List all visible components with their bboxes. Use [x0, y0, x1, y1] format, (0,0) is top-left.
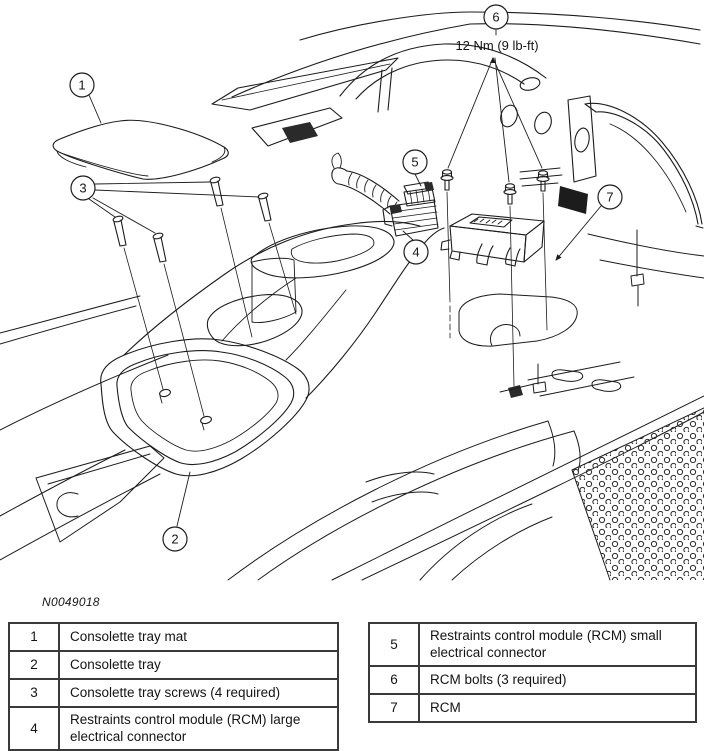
legend-item-label: Consolette tray	[58, 650, 339, 680]
callout-3: 3	[70, 175, 260, 234]
bolt	[440, 169, 454, 339]
carpet-dots	[572, 408, 704, 580]
legend-row: 3 Consolette tray screws (4 required)	[8, 678, 339, 708]
screw	[112, 215, 164, 390]
legend-table-left: 1 Consolette tray mat 2 Consolette tray …	[8, 622, 339, 751]
legend-row: 1 Consolette tray mat	[8, 622, 339, 652]
legend-item-label: Consolette tray screws (4 required)	[58, 678, 339, 708]
legend-item-label: Restraints control module (RCM) small el…	[418, 622, 697, 667]
rcm-small-connector	[403, 181, 436, 207]
rcm-bolts	[440, 169, 550, 398]
tray-mat	[52, 119, 229, 180]
screw	[209, 176, 253, 338]
legend-item-number: 4	[8, 706, 60, 751]
legend-row: 5 Restraints control module (RCM) small …	[368, 622, 697, 667]
floor-lines	[0, 229, 704, 581]
rcm-module	[440, 213, 545, 267]
legend-item-label: RCM	[418, 692, 697, 723]
legend-item-number: 6	[368, 664, 420, 695]
legend-table-right: 5 Restraints control module (RCM) small …	[368, 622, 697, 723]
torque-label: 12 Nm (9 lb-ft)	[455, 38, 538, 53]
callout-4-number: 4	[412, 245, 419, 260]
callout-2: 2	[162, 471, 191, 552]
callout-1-number: 1	[78, 78, 85, 93]
screw	[152, 232, 205, 417]
bolt	[536, 170, 550, 331]
callout-3-number: 3	[79, 181, 86, 196]
callout-1: 1	[69, 72, 102, 124]
legend-row: 6 RCM bolts (3 required)	[368, 664, 697, 695]
dashboard	[211, 11, 704, 229]
legend-item-number: 2	[8, 650, 60, 680]
exploded-view-diagram: 1 2 3 4 5 6 12 Nm (9 lb-ft)	[0, 4, 704, 581]
legend-item-number: 5	[368, 622, 420, 667]
tray-screws	[112, 176, 297, 417]
wiring-harness	[331, 152, 400, 215]
figure-id: N0049018	[42, 595, 100, 609]
legend-item-number: 1	[8, 622, 60, 652]
legend-item-number: 7	[368, 692, 420, 723]
callout-2-number: 2	[171, 532, 178, 547]
screw	[257, 192, 297, 315]
consolette-tray	[100, 220, 445, 477]
legend-row: 4 Restraints control module (RCM) large …	[8, 706, 339, 751]
legend-item-label: RCM bolts (3 required)	[418, 664, 697, 695]
callouts: 1 2 3 4 5 6 12 Nm (9 lb-ft)	[69, 4, 623, 552]
callout-5-number: 5	[411, 155, 418, 170]
callout-6-number: 6	[492, 10, 499, 25]
legend-row: 7 RCM	[368, 692, 697, 723]
legend-item-number: 3	[8, 678, 60, 708]
callout-5: 5	[402, 149, 428, 187]
rcm-large-connector	[382, 199, 439, 237]
callout-7-number: 7	[606, 190, 613, 205]
callout-7: 7	[555, 184, 623, 261]
callout-6: 6 12 Nm (9 lb-ft)	[447, 4, 543, 183]
legend-row: 2 Consolette tray	[8, 650, 339, 680]
rcm-floor-bracket	[527, 229, 645, 397]
legend-item-label: Consolette tray mat	[58, 622, 339, 652]
callout-4: 4	[402, 230, 429, 265]
legend-item-label: Restraints control module (RCM) large el…	[58, 706, 339, 751]
bolt	[499, 183, 535, 398]
